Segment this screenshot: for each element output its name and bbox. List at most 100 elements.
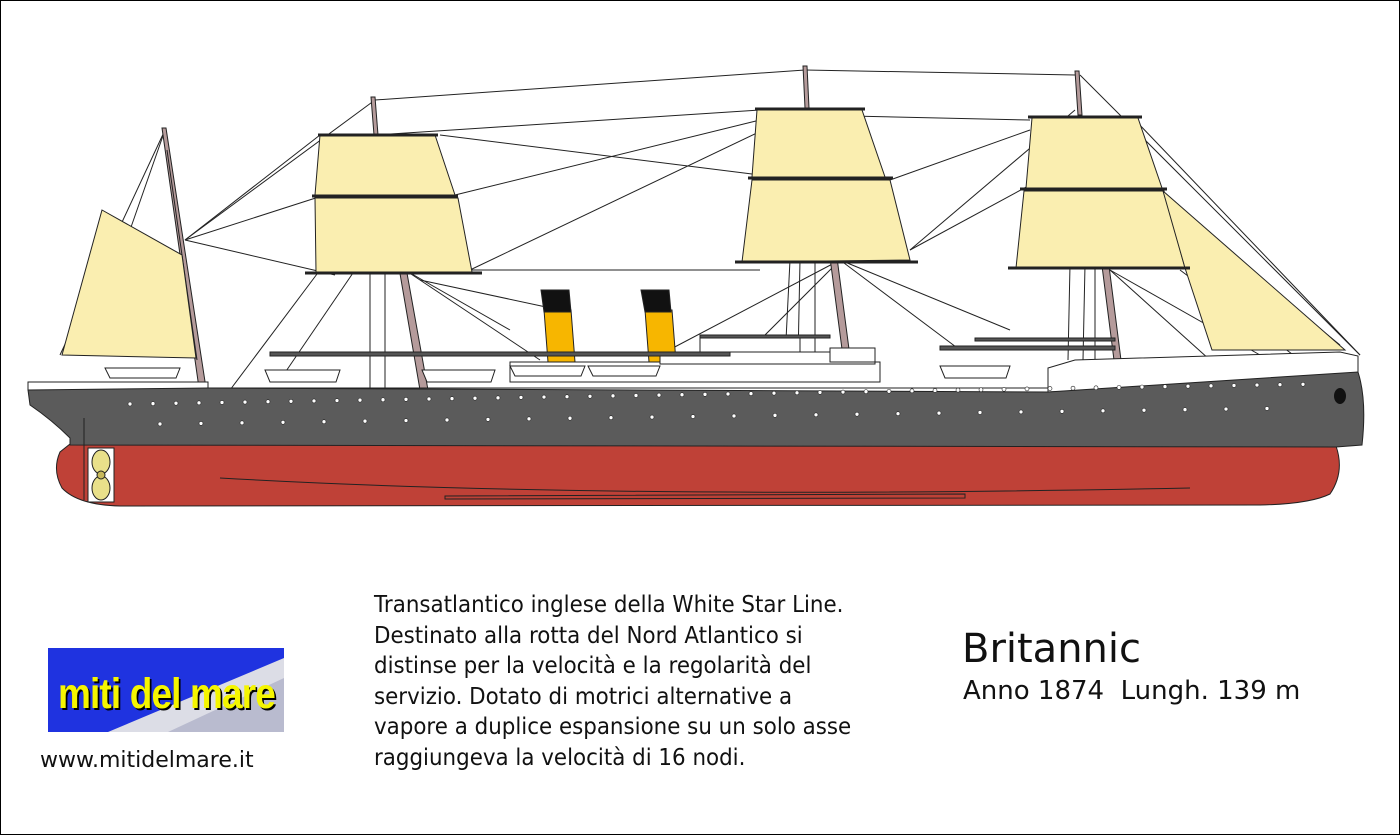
porthole [656, 392, 662, 398]
porthole [1116, 385, 1122, 390]
portholes [127, 381, 1306, 427]
porthole [610, 393, 616, 399]
description-line: distinse per la velocità e la regolarità… [374, 653, 812, 679]
porthole [495, 395, 501, 401]
description-line: Destinato alla rotta del Nord Atlantico … [374, 622, 803, 649]
logo: miti del mare [48, 648, 284, 732]
porthole [771, 390, 777, 396]
porthole [198, 421, 204, 426]
main-course [741, 179, 911, 263]
porthole [472, 395, 478, 401]
hull-lower [56, 443, 1340, 507]
porthole [403, 418, 409, 423]
funnels [540, 289, 677, 363]
porthole [426, 396, 432, 402]
porthole [485, 417, 491, 422]
porthole [357, 397, 363, 403]
porthole [449, 396, 455, 401]
porthole [679, 392, 685, 398]
porthole [311, 398, 317, 404]
porthole [731, 413, 737, 419]
sails [61, 109, 1347, 359]
porthole [1018, 409, 1024, 415]
porthole [909, 388, 915, 394]
porthole [1059, 409, 1065, 414]
propeller-icon [87, 447, 115, 503]
porthole [748, 391, 754, 396]
main-topsail [751, 109, 886, 178]
porthole [895, 411, 901, 416]
porthole [863, 389, 869, 394]
porthole [239, 420, 245, 426]
porthole [444, 417, 450, 423]
description-line: Transatlantico inglese della White Star … [374, 592, 844, 618]
description-line: servizio. Dotato di motrici alternative … [374, 683, 793, 710]
porthole [567, 415, 573, 421]
description-line: raggiungeva la velocità di 16 nodi. [374, 744, 746, 771]
porthole [219, 400, 225, 405]
porthole [362, 418, 368, 424]
porthole [1223, 406, 1229, 412]
porthole [813, 412, 819, 418]
porthole [854, 411, 860, 417]
porthole [265, 399, 271, 404]
porthole [1162, 384, 1168, 389]
porthole [526, 416, 532, 422]
fore-staysail [1162, 189, 1347, 351]
porthole [1141, 407, 1147, 413]
fore-course [314, 197, 473, 273]
mizzen-topsail [1025, 117, 1163, 189]
logo-wave-graphic [108, 658, 284, 732]
porthole [1185, 383, 1191, 389]
porthole [1070, 385, 1076, 391]
porthole [321, 419, 327, 424]
porthole [150, 401, 156, 406]
porthole [403, 397, 409, 402]
porthole [242, 399, 248, 405]
porthole [380, 397, 386, 403]
porthole [288, 398, 294, 404]
porthole [173, 400, 179, 406]
mizzen-course [1015, 190, 1186, 269]
porthole [690, 414, 696, 419]
porthole [1264, 406, 1270, 411]
aft-gaff-sail [61, 209, 197, 359]
porthole [1001, 387, 1007, 392]
porthole [702, 392, 708, 397]
porthole [794, 390, 800, 396]
porthole [564, 394, 570, 399]
porthole [1024, 386, 1030, 392]
ship-illustration [27, 65, 1365, 507]
porthole [334, 398, 340, 403]
lifeboats [104, 365, 1011, 383]
porthole [196, 400, 202, 406]
description-line: vapore a duplice espansione su un solo a… [374, 714, 852, 740]
porthole [1047, 386, 1053, 391]
porthole [772, 413, 778, 418]
porthole [1139, 384, 1145, 390]
porthole [978, 387, 984, 392]
ship-name: Britannic [962, 626, 1142, 672]
porthole [1254, 382, 1260, 388]
website-url: www.mitidelmare.it [40, 748, 254, 773]
porthole [608, 415, 614, 420]
porthole [725, 391, 731, 397]
masts [161, 65, 1123, 391]
porthole [817, 390, 823, 395]
ship-info: Anno 1874 Lungh. 139 m [963, 676, 1301, 706]
porthole [649, 414, 655, 420]
porthole [1100, 408, 1106, 414]
porthole [977, 410, 983, 415]
ship-description: Transatlantico inglese della White Star … [374, 590, 895, 773]
porthole [518, 395, 524, 400]
yards [305, 107, 1190, 275]
porthole [587, 393, 593, 399]
porthole [1093, 385, 1099, 391]
porthole [886, 388, 892, 394]
porthole [840, 389, 846, 395]
porthole [1231, 383, 1237, 388]
porthole [541, 394, 547, 400]
porthole [932, 388, 938, 393]
porthole [127, 401, 133, 407]
porthole [1208, 383, 1214, 389]
